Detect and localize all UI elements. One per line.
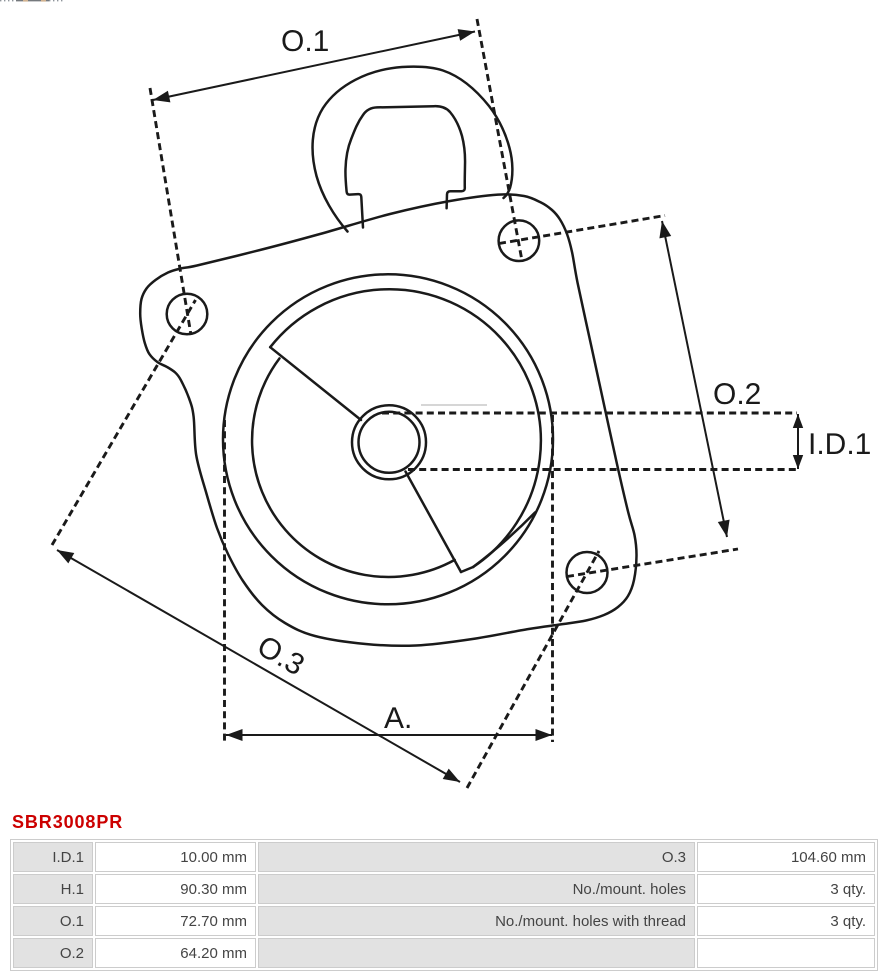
svg-text:O.3: O.3: [252, 629, 310, 682]
svg-text:O.1: O.1: [281, 25, 329, 58]
svg-text:A.: A.: [384, 702, 412, 735]
svg-text:O.2: O.2: [713, 378, 761, 411]
svg-text:I.D.1: I.D.1: [808, 428, 871, 461]
